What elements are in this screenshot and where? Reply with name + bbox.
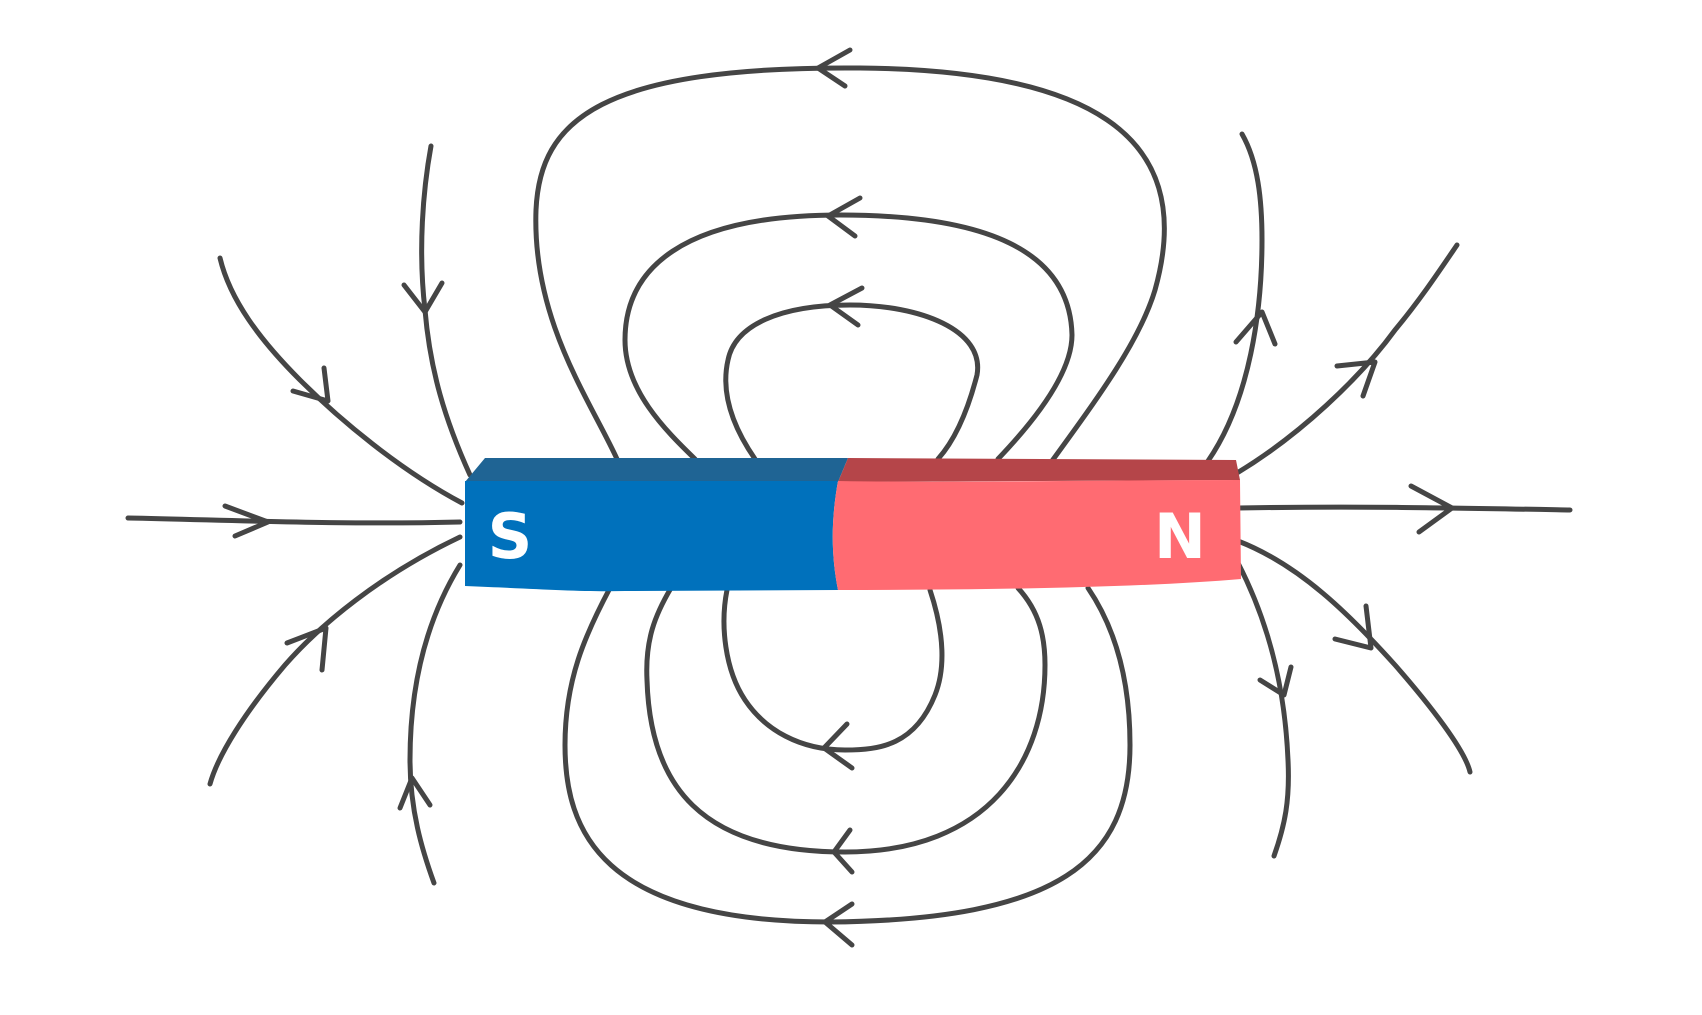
arrow-top-middle bbox=[825, 195, 863, 239]
field-line-south-diagonal-down bbox=[207, 534, 463, 787]
north-pole-label: N bbox=[1154, 500, 1206, 573]
field-line-north-upper bbox=[1205, 131, 1265, 464]
arrow-north-upper bbox=[1233, 309, 1278, 347]
arrow-north-diagonal-down bbox=[1332, 603, 1374, 651]
field-line-south-lower bbox=[407, 562, 463, 886]
magnet-south-face bbox=[465, 481, 838, 592]
field-line-top-inner bbox=[723, 302, 981, 462]
arrow-north-lower bbox=[1257, 664, 1294, 698]
field-line-south-horizontal bbox=[125, 515, 463, 526]
field-lines bbox=[125, 47, 1573, 948]
field-line-north-diagonal-down bbox=[1235, 538, 1473, 775]
field-line-top-middle bbox=[622, 212, 1075, 462]
magnet-south-top bbox=[465, 458, 848, 482]
arrow-north-horizontal bbox=[1408, 483, 1455, 535]
bar-magnet: S N bbox=[465, 458, 1241, 592]
arrow-south-horizontal bbox=[222, 503, 271, 539]
field-line-bottom-outer bbox=[562, 585, 1133, 925]
arrow-north-diagonal-up bbox=[1334, 359, 1378, 399]
field-line-bottom-middle bbox=[644, 585, 1048, 855]
field-line-north-diagonal-up bbox=[1234, 242, 1460, 476]
arrow-south-diagonal-up bbox=[290, 365, 331, 404]
arrow-bottom-inner bbox=[821, 721, 855, 771]
arrow-bottom-outer bbox=[822, 901, 855, 948]
arrow-south-lower bbox=[397, 775, 433, 811]
field-line-bottom-inner bbox=[721, 587, 945, 753]
field-line-north-horizontal bbox=[1235, 504, 1573, 513]
south-pole-label: S bbox=[488, 500, 533, 573]
arrow-south-diagonal-down bbox=[284, 625, 329, 673]
arrow-top-outer bbox=[815, 47, 853, 89]
magnet-north-top bbox=[838, 458, 1240, 482]
arrow-bottom-middle bbox=[831, 827, 855, 875]
arrow-top-inner bbox=[827, 285, 865, 328]
magnet-north-face bbox=[832, 480, 1241, 590]
field-line-south-diagonal-up bbox=[217, 255, 465, 506]
field-line-south-upper bbox=[419, 143, 473, 478]
arrow-south-upper bbox=[401, 280, 445, 315]
field-line-north-lower bbox=[1235, 560, 1291, 859]
field-line-top-outer bbox=[533, 65, 1167, 464]
